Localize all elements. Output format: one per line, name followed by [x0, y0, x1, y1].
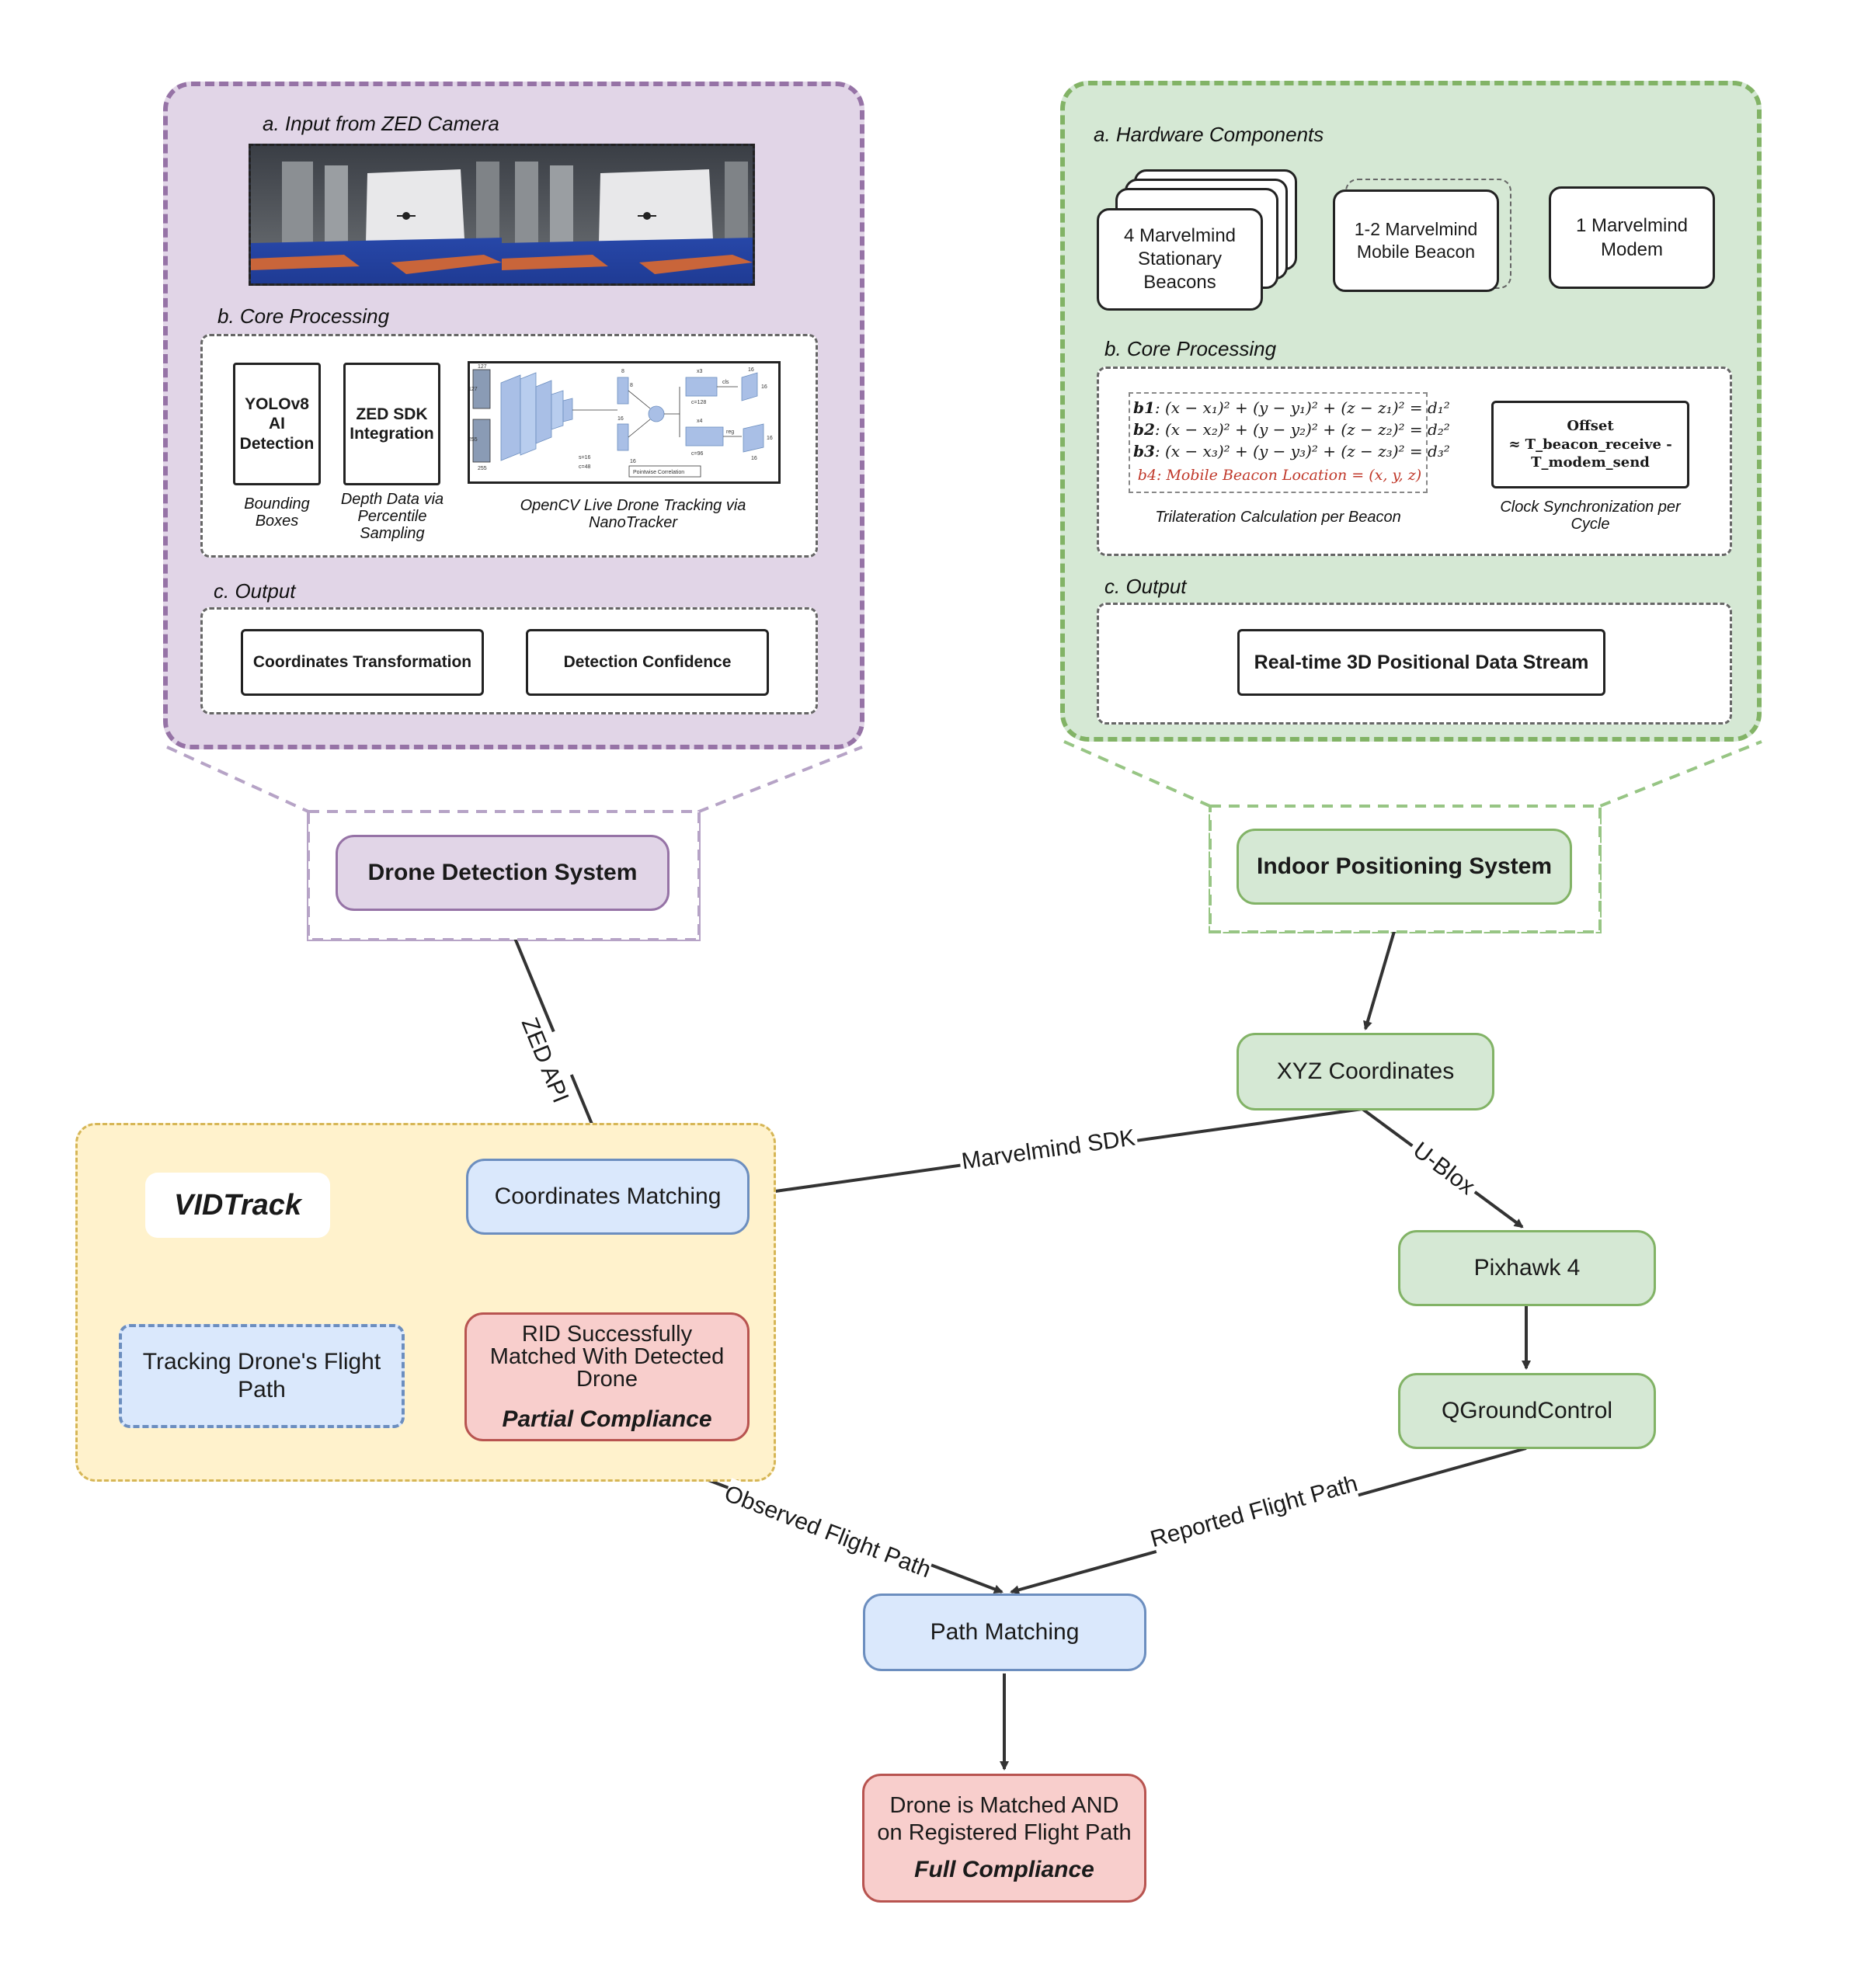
dds-input-title: a. Input from ZED Camera: [263, 112, 499, 135]
equation-b3-tag: b3: [1133, 442, 1155, 461]
modem-box: 1 Marvelmind Modem: [1549, 186, 1715, 289]
equation-b3: b3: (x − x₃)² + (y − y₃)² + (z − z₃)² = …: [1133, 442, 1450, 467]
zed-camera-image: [249, 144, 755, 286]
stationary-beacons-box: 4 Marvelmind Stationary Beacons: [1097, 208, 1263, 311]
ips-output-title: c. Output: [1104, 575, 1187, 598]
nn-x4: x4: [697, 419, 703, 424]
nn-255-bottom: 255: [478, 466, 487, 471]
modem-label: 1 Marvelmind Modem: [1575, 214, 1689, 260]
ips-core-processing: [1097, 367, 1732, 556]
yolo-label: YOLOv8 AI Detection: [239, 395, 315, 453]
offset-box: Offset ≈ T_beacon_receive - T_modem_send: [1491, 401, 1689, 488]
final-compliance-node[interactable]: Drone is Matched AND on Registered Fligh…: [862, 1774, 1146, 1903]
full-compliance-label: Full Compliance: [914, 1856, 1094, 1882]
indoor-positioning-system-node[interactable]: Indoor Positioning System: [1237, 829, 1572, 905]
ips-core-title: b. Core Processing: [1104, 337, 1277, 360]
rid-matched-label: RID Successfully Matched With Detected D…: [489, 1321, 725, 1392]
ips-callout-lines: [1063, 740, 1762, 933]
nn-c96: c=96: [691, 451, 703, 457]
coordinates-matching-node[interactable]: Coordinates Matching: [466, 1159, 750, 1235]
equation-b1: b1: (x − x₁)² + (y − y₁)² + (z − z₁)² = …: [1133, 398, 1450, 420]
observed-flight-path-label: Observed Flight Path: [721, 1481, 934, 1583]
nn-255-side: 255: [470, 437, 478, 443]
nn-x3: x3: [697, 369, 703, 374]
qgroundcontrol-node[interactable]: QGroundControl: [1398, 1373, 1656, 1449]
zed-sdk-caption: Depth Data via Percentile Sampling: [340, 491, 444, 542]
equation-b2-text: : (x − x₂)² + (y − y₂)² + (z − z₂)² = d₂…: [1154, 420, 1450, 439]
nn-16-a: 16: [617, 416, 624, 422]
offset-formula: ≈ T_beacon_receive - T_modem_send: [1508, 436, 1672, 471]
left-frame: [251, 146, 502, 283]
nn-16-b: 16: [630, 459, 636, 464]
opencv-caption: OpenCV Live Drone Tracking via NanoTrack…: [520, 497, 746, 531]
nn-c128: c=128: [691, 400, 706, 405]
nn-c48: c=48: [579, 464, 590, 470]
nn-16-c: 16: [748, 367, 754, 373]
final-compliance-label: Drone is Matched AND on Registered Fligh…: [877, 1793, 1132, 1845]
equation-b2: b2: (x − x₂)² + (y − y₂)² + (z − z₂)² = …: [1133, 420, 1450, 442]
equation-b4: b4: Mobile Beacon Location = (x, y, z): [1137, 467, 1422, 484]
mobile-beacon-label: 1-2 Marvelmind Mobile Beacon: [1354, 219, 1478, 262]
drone-detection-system-node[interactable]: Drone Detection System: [336, 835, 670, 911]
reported-flight-path-label: Reported Flight Path: [1148, 1471, 1361, 1552]
nn-cls: cls: [722, 380, 729, 385]
tracking-flight-path-node[interactable]: Tracking Drone's Flight Path: [119, 1324, 405, 1428]
partial-compliance-label: Partial Compliance: [502, 1406, 712, 1432]
coordinates-transformation-box: Coordinates Transformation: [241, 629, 484, 696]
nn-16-e: 16: [767, 436, 773, 441]
nn-127-top: 127: [478, 364, 487, 370]
nanotracker-diagram: 127 127 255 255 s=16 c=48 8 8 16 16: [468, 361, 781, 484]
dds-output-title: c. Output: [214, 579, 296, 603]
nn-16-f: 16: [751, 456, 757, 461]
nn-pointwise: Pointwise Correlation: [633, 470, 684, 475]
mobile-beacon-box: 1-2 Marvelmind Mobile Beacon: [1333, 189, 1499, 292]
right-frame: [502, 146, 753, 283]
dds-core-title: b. Core Processing: [217, 304, 390, 328]
trilateration-equations: b1: (x − x₁)² + (y − y₁)² + (z − z₁)² = …: [1129, 392, 1450, 493]
nn-s16: s=16: [579, 455, 590, 461]
equation-b2-tag: b2: [1133, 420, 1155, 439]
trilateration-caption: Trilateration Calculation per Beacon: [1155, 509, 1401, 526]
detection-confidence-box: Detection Confidence: [526, 629, 769, 696]
pixhawk-node[interactable]: Pixhawk 4: [1398, 1230, 1656, 1306]
zed-sdk-box: ZED SDK Integration: [343, 363, 440, 485]
yolo-caption: Bounding Boxes: [244, 495, 310, 530]
nanotracker-network-svg: 127 127 255 255 s=16 c=48 8 8 16 16: [468, 364, 773, 478]
ips-hw-title: a. Hardware Components: [1094, 123, 1324, 146]
offset-title: Offset: [1567, 418, 1614, 435]
yolo-box: YOLOv8 AI Detection: [233, 363, 321, 485]
nn-127-side: 127: [470, 387, 478, 392]
clock-sync-caption: Clock Synchronization per Cycle: [1500, 499, 1681, 533]
zed-sdk-label: ZED SDK Integration: [350, 405, 434, 443]
nn-8-b: 8: [630, 383, 633, 388]
vidtrack-label: VIDTrack: [145, 1173, 330, 1238]
equation-b1-tag: b1: [1133, 398, 1155, 417]
equation-b3-text: : (x − x₃)² + (y − y₃)² + (z − z₃)² = d₃…: [1154, 442, 1450, 461]
path-matching-node[interactable]: Path Matching: [863, 1594, 1146, 1671]
callout-base-borders: [307, 805, 1602, 941]
nn-reg: reg: [726, 429, 734, 435]
xyz-coordinates-node[interactable]: XYZ Coordinates: [1237, 1033, 1494, 1110]
nn-16-d: 16: [761, 384, 767, 390]
rid-matched-node[interactable]: RID Successfully Matched With Detected D…: [464, 1312, 750, 1441]
nn-8-a: 8: [621, 369, 624, 374]
equation-b1-text: : (x − x₁)² + (y − y₁)² + (z − z₁)² = d₁…: [1154, 398, 1450, 417]
realtime-data-stream-box: Real-time 3D Positional Data Stream: [1237, 629, 1605, 696]
stationary-beacons-label: 4 Marvelmind Stationary Beacons: [1123, 225, 1237, 293]
zed-stereo-frames: [251, 146, 753, 283]
